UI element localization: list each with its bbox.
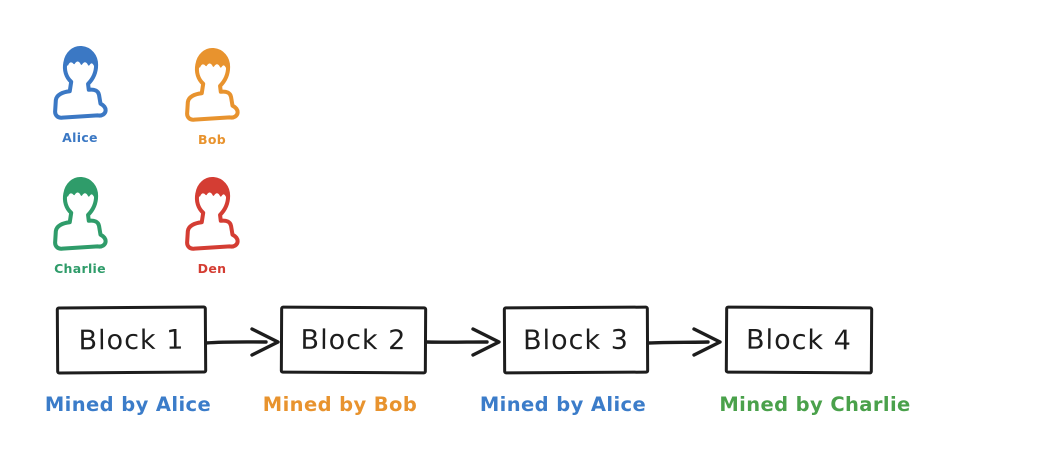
miner-den: Den <box>170 171 254 276</box>
block-node-1: Block 1 <box>55 305 208 375</box>
block-label: Block 1 <box>78 324 185 356</box>
miner-name-label: Charlie <box>54 261 106 276</box>
arrow-right-icon <box>425 327 501 357</box>
person-icon <box>179 171 245 253</box>
block-node-3: Block 3 <box>502 305 650 375</box>
mined-by-label: Mined by Alice <box>479 393 647 416</box>
person-icon <box>47 40 113 122</box>
block-label: Block 4 <box>746 324 852 356</box>
block-label: Block 3 <box>523 324 629 356</box>
miner-name-label: Bob <box>198 132 226 147</box>
arrow-right-icon <box>204 327 280 357</box>
miner-bob: Bob <box>170 42 254 147</box>
miner-name-label: Den <box>197 261 227 276</box>
mined-by-label: Mined by Alice <box>44 393 212 416</box>
block-node-4: Block 4 <box>724 305 874 375</box>
miner-alice: Alice <box>38 40 122 145</box>
arrow-right-icon <box>646 327 722 357</box>
mined-by-label: Mined by Charlie <box>719 393 911 416</box>
miner-charlie: Charlie <box>38 171 122 276</box>
block-node-2: Block 2 <box>279 305 428 375</box>
person-icon <box>179 42 245 124</box>
mined-by-label: Mined by Bob <box>262 393 418 416</box>
person-icon <box>47 171 113 253</box>
miner-name-label: Alice <box>62 130 98 145</box>
block-label: Block 2 <box>300 324 407 356</box>
